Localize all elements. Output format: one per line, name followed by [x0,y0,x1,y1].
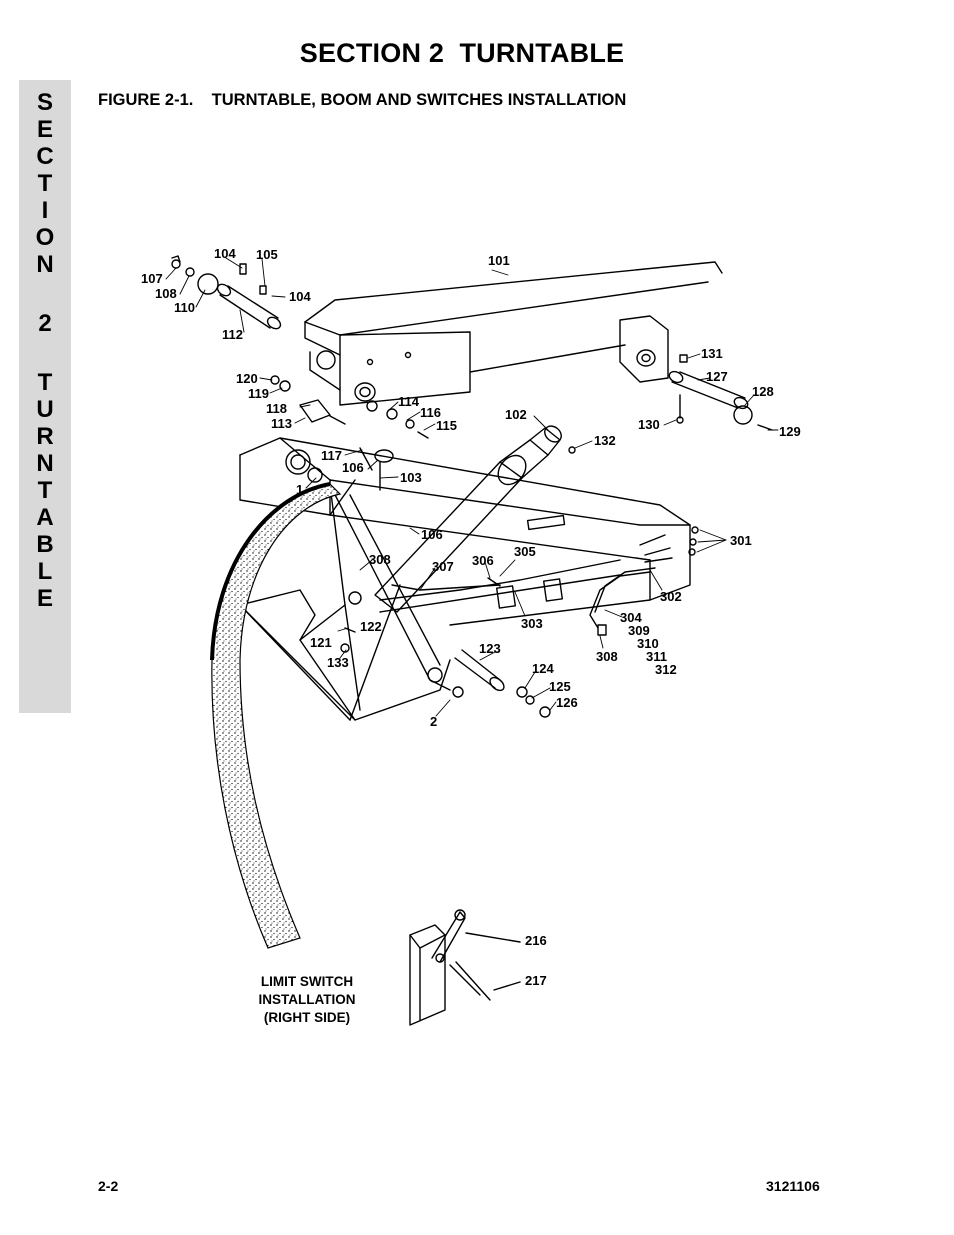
callout-115: 115 [436,418,457,433]
callout-129: 129 [779,424,801,439]
leader-lines [165,257,779,717]
side-tab-letter: 2 [38,310,52,337]
page-number: 2-2 [98,1178,119,1194]
side-tab-letter: N [36,450,54,477]
side-tab-letter: N [36,251,54,278]
side-tab-letter: O [35,224,55,251]
callout-310: 310 [637,636,659,651]
side-tab-letter: T [37,369,53,396]
callout-308: 308 [596,649,618,664]
side-tab-letter: U [36,396,54,423]
callout-120: 120 [236,371,258,386]
callout-114: 114 [398,394,420,409]
callout-305: 305 [514,544,536,559]
callout-307: 307 [432,559,454,574]
callout-128: 128 [752,384,774,399]
side-tab-letter: A [36,504,54,531]
hardware-113-120 [270,375,429,491]
callout-119: 119 [248,386,269,401]
callout-131: 131 [701,346,723,361]
callout-124: 124 [532,661,554,676]
callout-113: 113 [271,416,292,431]
callout-106: 106 [342,460,364,475]
inset-caption-line: INSTALLATION [258,992,356,1007]
side-tab-letter: C [36,143,54,170]
callout-121: 121 [310,635,332,650]
inset-caption-line: (RIGHT SIDE) [263,1010,351,1025]
callout-108: 108 [155,286,177,301]
callout-122: 122 [360,619,382,634]
callout-103: 103 [400,470,422,485]
page-title: SECTION 2 TURNTABLE [299,38,625,68]
turntable-frame [239,437,691,721]
switch-hardware [391,526,699,636]
figure-title: FIGURE 2-1. TURNTABLE, BOOM AND SWITCHES… [98,91,627,109]
callout-117: 117 [321,448,342,463]
callout-309: 309 [628,623,650,638]
callout-2: 2 [430,714,437,729]
side-tab-letter: B [36,531,54,558]
callout-110: 110 [174,300,195,315]
callout-302: 302 [660,589,682,604]
side-tab-letter: S [36,89,53,116]
callout-304: 304 [620,610,642,625]
callout-112: 112 [222,327,243,342]
callout-102: 102 [505,407,527,422]
callout-216: 216 [525,933,547,948]
side-tab-letter: T [37,170,53,197]
callout-101: 101 [488,253,510,268]
callout-123: 123 [479,641,501,656]
callout-217: 217 [525,973,547,988]
callout-106: 106 [421,527,443,542]
side-tab-letter: L [37,558,53,585]
boom-assembly [304,261,723,406]
callout-301: 301 [730,533,752,548]
callout-312: 312 [655,662,677,677]
callout-107: 107 [141,271,163,286]
side-tab-letter: I [41,197,49,224]
side-tab-letter: T [37,477,53,504]
callout-308: 308 [369,552,391,567]
lift-cylinder [374,425,562,613]
side-tab-letter: R [36,423,54,450]
side-tab-letter: E [36,585,53,612]
callout-133: 133 [327,655,349,670]
callout-104: 104 [214,246,236,261]
electrical-cable [211,483,342,949]
callout-306: 306 [472,553,494,568]
callout-127: 127 [706,369,728,384]
callout-130: 130 [638,417,660,432]
callout-118: 118 [266,401,287,416]
pin-112-hardware [171,255,282,330]
callout-303: 303 [521,616,543,631]
callout-126: 126 [556,695,578,710]
callout-125: 125 [549,679,571,694]
callout-311: 311 [646,649,667,664]
callout-104: 104 [289,289,311,304]
callout-132: 132 [594,433,616,448]
limit-switch-inset [409,909,521,1026]
section-side-tab: S E C T I O N 2 T U R N T A B L E [19,80,71,713]
callout-105: 105 [256,247,278,262]
callout-116: 116 [420,405,441,420]
inset-caption-line: LIMIT SWITCH [260,974,354,989]
pin-123-hardware [340,627,551,718]
pin-127-hardware [568,354,773,454]
callout-1: 1 [296,482,303,497]
side-tab-letter: E [36,116,53,143]
document-number: 3121106 [766,1178,820,1194]
